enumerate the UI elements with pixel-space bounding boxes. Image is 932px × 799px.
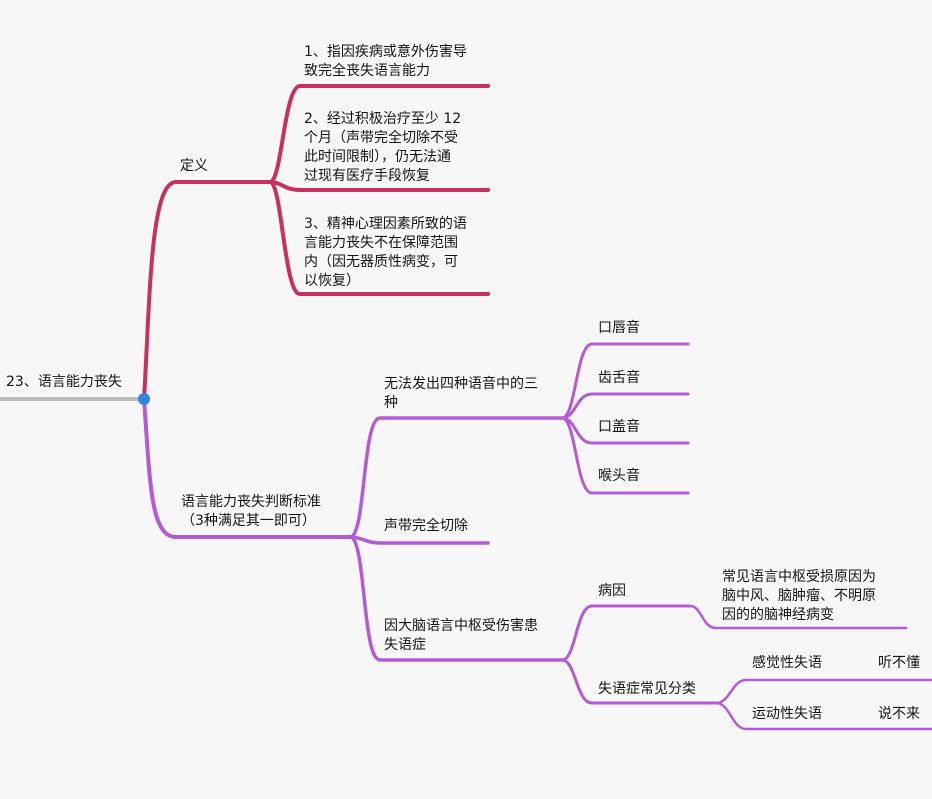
edge-sound-item2 [560, 392, 690, 420]
definition-topic-label[interactable]: 定义 [180, 158, 208, 174]
sound-item-teeth[interactable]: 齿舌音 [598, 370, 640, 386]
sound-item-throat[interactable]: 喉头音 [598, 468, 640, 484]
aphasia-motor-desc[interactable]: 说不来 [878, 706, 920, 722]
edge-criteria-sound [348, 416, 564, 539]
edge-brain-cause [560, 604, 692, 662]
edge-definition-item1 [268, 84, 490, 184]
definition-item-2[interactable]: 2、经过积极治疗至少 12 个月（声带完全切除不受 此时间限制），仍无法通 过现… [304, 111, 462, 184]
aphasia-sensory-desc[interactable]: 听不懂 [878, 655, 920, 671]
definition-item-3[interactable]: 3、精神心理因素所致的语 言能力丧失不在保障范围 内（因无器质性病变，可 以恢复… [304, 216, 467, 289]
edge-definition-item3 [268, 180, 490, 296]
cause-label[interactable]: 病因 [598, 583, 626, 599]
definition-item-1[interactable]: 1、指因疾病或意外伤害导 致完全丧失语言能力 [304, 44, 467, 79]
definition-branch-lines [142, 84, 490, 401]
edge-cause-detail [688, 604, 908, 630]
criteria-branch-lines [142, 342, 932, 731]
edge-criteria-brain [348, 535, 564, 662]
root-topic-label[interactable]: 23、语言能力丧失 [6, 374, 122, 390]
edge-sound-item4 [560, 416, 690, 495]
edge-root-definition [142, 180, 272, 401]
vocal-criterion-label[interactable]: 声带完全切除 [384, 518, 468, 534]
aphasia-types-label[interactable]: 失语症常见分类 [598, 681, 696, 697]
root-hub-dot[interactable] [138, 393, 150, 405]
sound-item-palate[interactable]: 口盖音 [598, 419, 640, 435]
edge-brain-types [560, 658, 718, 705]
sound-item-lips[interactable]: 口唇音 [598, 320, 640, 336]
edge-criteria-vocal [348, 535, 490, 545]
edge-types-motor [714, 701, 932, 731]
sound-criterion-label[interactable]: 无法发出四种语音中的三 种 [384, 376, 538, 411]
cause-detail[interactable]: 常见语言中枢受损原因为 脑中风、脑肿瘤、不明原 因的的脑神经病变 [722, 569, 876, 623]
aphasia-sensory-name[interactable]: 感觉性失语 [752, 655, 822, 671]
brain-criterion-label[interactable]: 因大脑语言中枢受伤害患 失语症 [384, 618, 538, 653]
aphasia-motor-name[interactable]: 运动性失语 [752, 706, 822, 722]
criteria-topic-label[interactable]: 语言能力丧失判断标准 （3种满足其一即可） [181, 494, 321, 529]
edge-sound-item1 [560, 342, 690, 420]
edge-types-sensory [714, 678, 932, 705]
edge-root-criteria [142, 397, 352, 539]
